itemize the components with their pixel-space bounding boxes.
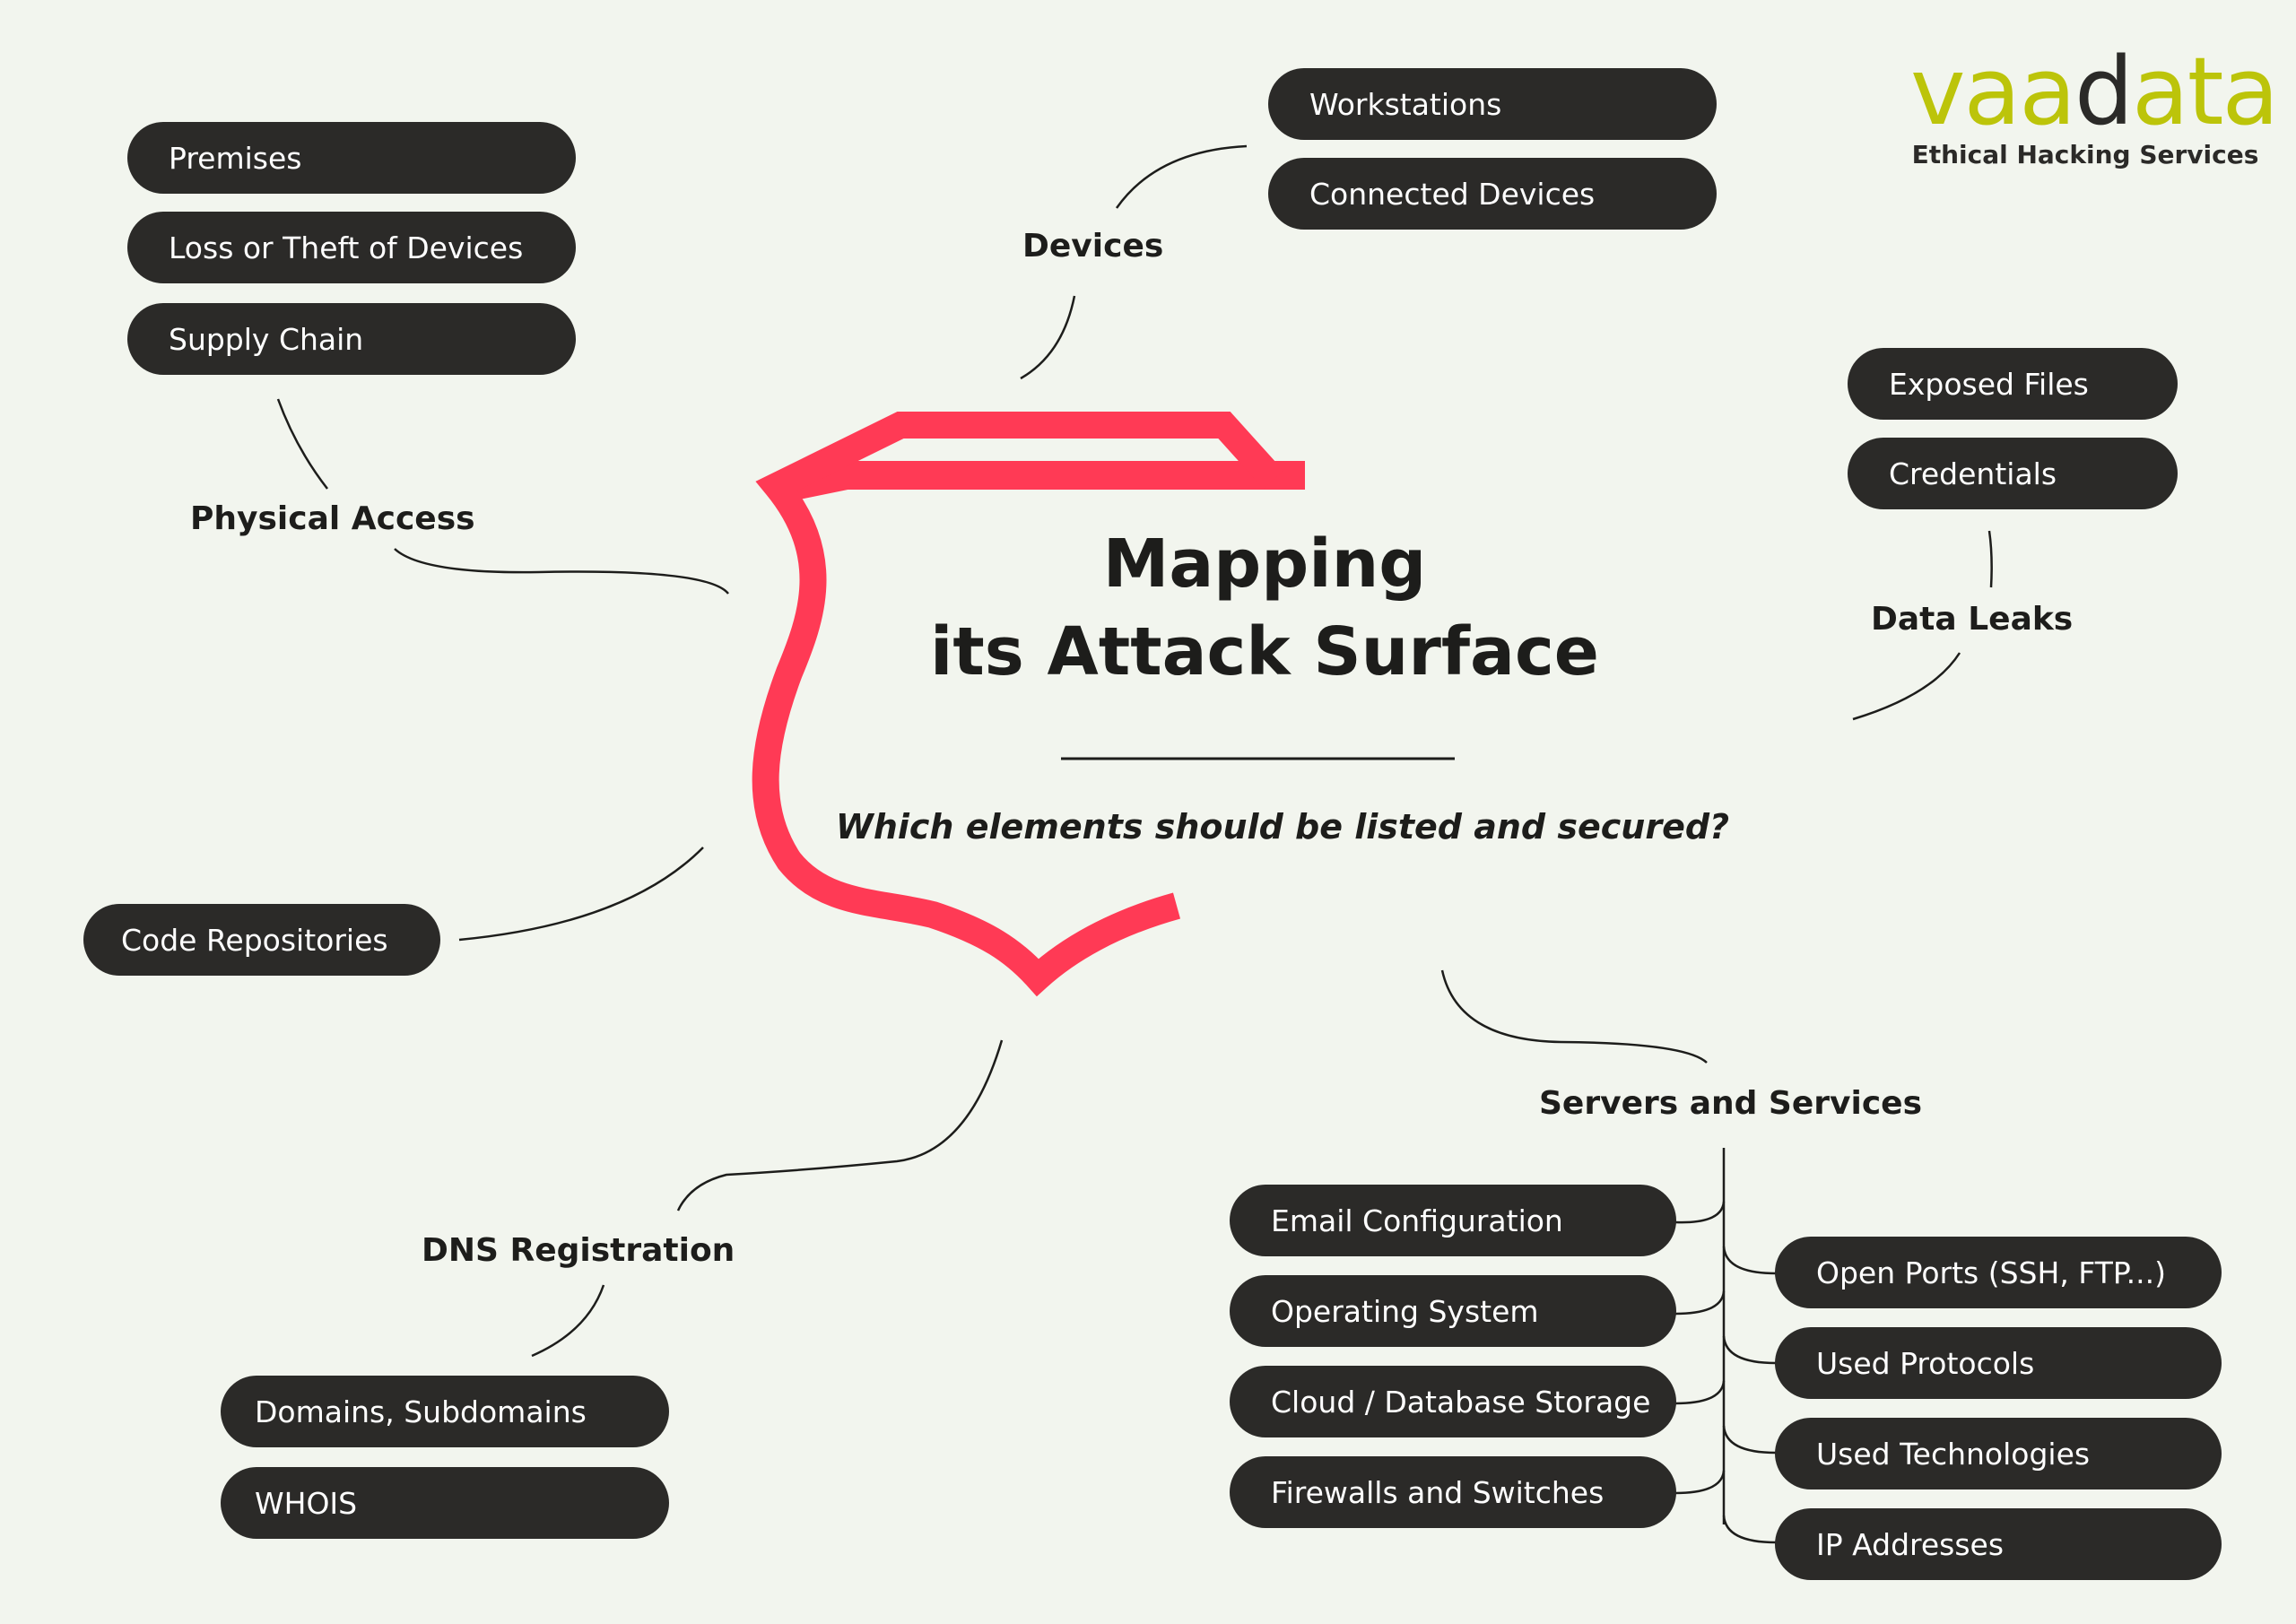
- branch-data-leaks: Data Leaks: [1871, 601, 2074, 638]
- brand-logo: vaadata: [1910, 37, 2279, 146]
- branch-dns-registration: DNS Registration: [422, 1232, 735, 1269]
- pill-used-technologies: Used Technologies: [1775, 1418, 2222, 1489]
- pill-whois: WHOIS: [221, 1467, 669, 1539]
- page-title: Mapping: [1102, 525, 1427, 603]
- pill-premises: Premises: [127, 122, 576, 194]
- pill-loss-theft-devices: Loss or Theft of Devices: [127, 212, 576, 283]
- brand-tagline: Ethical Hacking Services: [1911, 140, 2259, 169]
- page-title-line2: its Attack Surface: [930, 613, 1599, 690]
- pill-exposed-files: Exposed Files: [1848, 348, 2178, 420]
- branch-servers-services: Servers and Services: [1539, 1085, 1923, 1122]
- pill-connected-devices: Connected Devices: [1268, 158, 1717, 230]
- pill-operating-system: Operating System: [1230, 1275, 1676, 1347]
- pill-supply-chain: Supply Chain: [127, 303, 576, 375]
- pill-firewalls-switches: Firewalls and Switches: [1230, 1456, 1676, 1528]
- pill-code-repositories: Code Repositories: [83, 904, 440, 976]
- pill-used-protocols: Used Protocols: [1775, 1327, 2222, 1399]
- pill-workstations: Workstations: [1268, 68, 1717, 140]
- pill-open-ports: Open Ports (SSH, FTP...): [1775, 1237, 2222, 1308]
- pill-ip-addresses: IP Addresses: [1775, 1508, 2222, 1580]
- pill-cloud-database-storage: Cloud / Database Storage: [1230, 1366, 1676, 1437]
- pill-email-configuration: Email Configuration: [1230, 1185, 1676, 1256]
- branch-physical-access: Physical Access: [190, 500, 475, 537]
- pill-domains-subdomains: Domains, Subdomains: [221, 1376, 669, 1447]
- page-subtitle: Which elements should be listed and secu…: [835, 807, 1730, 847]
- connectors: [276, 144, 1993, 1544]
- branch-devices: Devices: [1022, 228, 1164, 265]
- pill-credentials: Credentials: [1848, 438, 2178, 509]
